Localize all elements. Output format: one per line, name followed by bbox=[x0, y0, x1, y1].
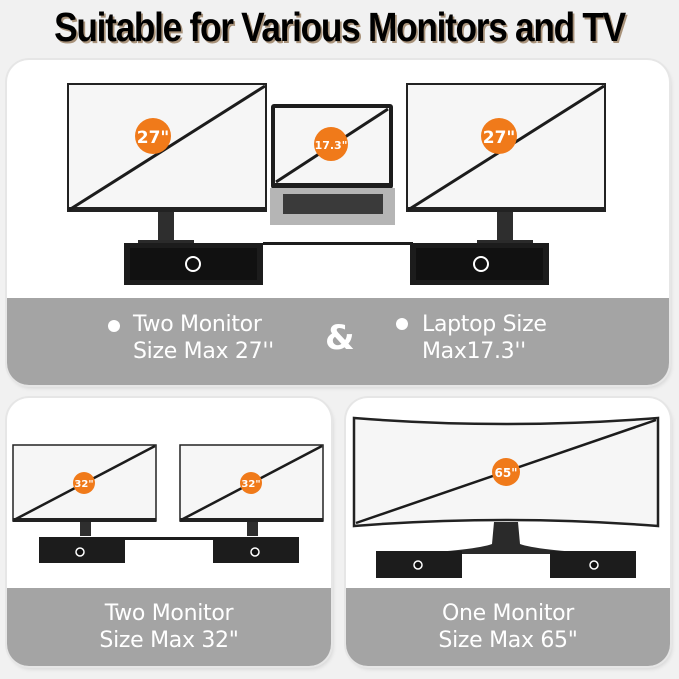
page-title: Suitable for Various Monitors and TV bbox=[54, 4, 626, 50]
feature-band: Two Monitor Size Max 27'' & Laptop Size … bbox=[7, 298, 669, 385]
laptop-icon: 17.3" bbox=[270, 104, 395, 225]
ampersand: & bbox=[325, 318, 355, 358]
monitor-left-icon: 32" bbox=[12, 444, 157, 563]
feature-line: Laptop Size bbox=[422, 312, 547, 337]
badge-17-3: 17.3" bbox=[315, 139, 348, 152]
feature-line: Size Max 27'' bbox=[133, 339, 274, 364]
caption-text: Two Monitor Size Max 32" bbox=[7, 600, 331, 654]
monitor-right-icon: 32" bbox=[179, 444, 324, 563]
monitor-left-icon: 27" bbox=[67, 83, 267, 285]
two-monitor-feature: Two Monitor Size Max 27'' bbox=[133, 311, 274, 365]
badge-32-right: 32" bbox=[241, 479, 260, 490]
caption-band: Two Monitor Size Max 32" bbox=[7, 588, 331, 666]
feature-line: Max17.3'' bbox=[422, 339, 526, 364]
curved-monitor-icon: 65" bbox=[352, 416, 660, 578]
card-two-monitor-32: 32" 32" Two Monitor Size Max 32" bbox=[7, 398, 331, 666]
card-one-monitor-65: 65" One Monitor Size Max 65" bbox=[346, 398, 670, 666]
badge-32-left: 32" bbox=[74, 479, 93, 490]
monitor-right-icon: 27" bbox=[406, 83, 606, 285]
card-dual-monitor-laptop: 27" 17.3" 27" Two Mon bbox=[7, 60, 669, 385]
caption-line: Size Max 65" bbox=[438, 628, 578, 653]
badge-27-right: 27" bbox=[483, 128, 516, 148]
bullet-icon bbox=[396, 318, 408, 330]
badge-65: 65" bbox=[495, 466, 518, 480]
riser-bridge bbox=[263, 242, 413, 245]
feature-line: Two Monitor bbox=[133, 312, 262, 337]
dual-monitor-laptop-illustration: 27" 17.3" 27" bbox=[67, 83, 606, 285]
caption-line: Two Monitor bbox=[104, 601, 234, 626]
caption-line: One Monitor bbox=[441, 601, 575, 626]
caption-band: One Monitor Size Max 65" bbox=[346, 588, 670, 666]
laptop-feature: Laptop Size Max17.3'' bbox=[422, 311, 547, 365]
caption-text: One Monitor Size Max 65" bbox=[346, 600, 670, 654]
two-monitor-illustration: 32" 32" bbox=[12, 444, 324, 563]
badge-27-left: 27" bbox=[137, 128, 170, 148]
caption-line: Size Max 32" bbox=[99, 628, 239, 653]
riser-bridge bbox=[125, 537, 220, 540]
bullet-icon bbox=[108, 320, 120, 332]
curved-monitor-illustration: 65" bbox=[352, 416, 660, 578]
